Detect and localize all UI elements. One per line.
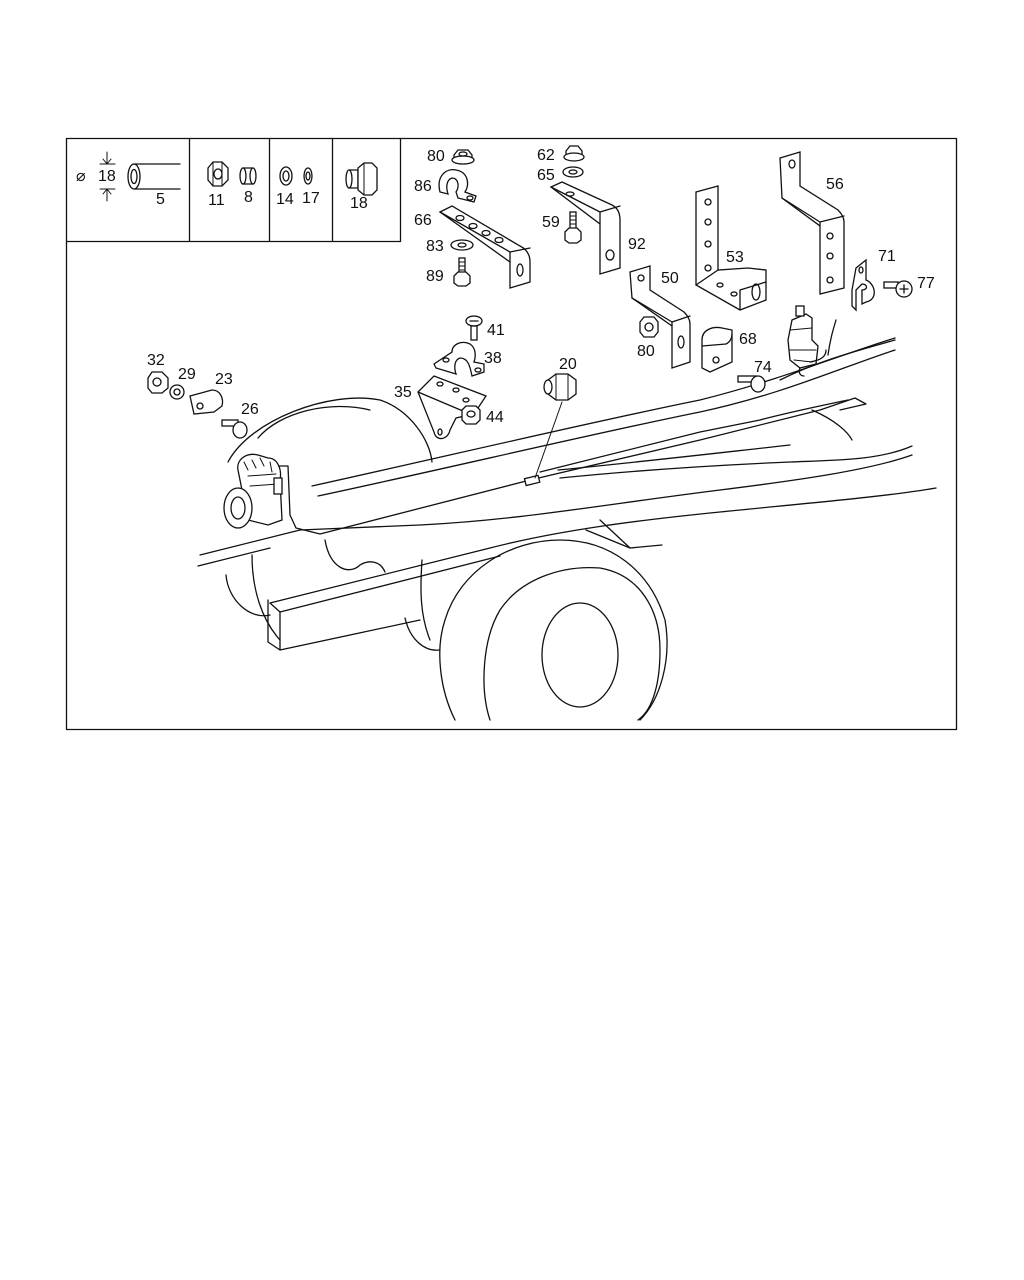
callout: 66 xyxy=(414,212,432,229)
part-bracket-56 xyxy=(779,151,845,295)
legend-table: ⌀ 18 5 11 8 xyxy=(65,137,402,243)
part-clip-23 xyxy=(189,389,224,415)
part-nut-62 xyxy=(563,145,585,162)
part-clamp-86 xyxy=(438,169,477,203)
legend-label: 18 xyxy=(350,195,368,212)
union-nut-icon xyxy=(207,161,229,187)
part-clamp-38 xyxy=(433,341,485,377)
callout: 68 xyxy=(739,331,757,348)
hose-icon xyxy=(133,163,181,190)
diagram-frame xyxy=(65,137,958,731)
seal-ring-icon xyxy=(279,166,293,186)
part-bolt-59 xyxy=(564,211,582,244)
callout: 89 xyxy=(426,268,444,285)
part-bracket-53 xyxy=(695,185,767,311)
part-nut-80 xyxy=(451,149,475,165)
brake-line xyxy=(277,397,867,535)
legend-label: 8 xyxy=(244,189,253,206)
pressure-regulator xyxy=(787,305,827,377)
sleeve-icon xyxy=(239,167,257,185)
legend-label: 5 xyxy=(156,191,165,208)
washer-icon xyxy=(303,167,313,185)
leader-line-20 xyxy=(534,401,563,479)
callout: 32 xyxy=(147,352,165,369)
legend-label: 17 xyxy=(302,190,320,207)
part-bracket-50 xyxy=(629,265,691,369)
callout: 59 xyxy=(542,214,560,231)
callout: 80 xyxy=(637,343,655,360)
part-screw-77 xyxy=(883,280,913,298)
legend-label: 11 xyxy=(208,192,225,209)
legend-label: 14 xyxy=(276,191,294,208)
part-nut-44 xyxy=(461,405,481,425)
callout: 35 xyxy=(394,384,412,401)
callout: 65 xyxy=(537,167,555,184)
part-washer-83 xyxy=(450,239,474,251)
line-connector xyxy=(523,474,541,487)
part-washer-29 xyxy=(169,384,185,400)
callout: 86 xyxy=(414,178,432,195)
callout: 56 xyxy=(826,176,844,193)
callout: 71 xyxy=(878,248,896,265)
air-compressor xyxy=(223,453,283,529)
part-nut-32 xyxy=(147,371,169,394)
vehicle-chassis-sketch xyxy=(197,319,937,721)
callout: 41 xyxy=(487,322,505,339)
part-washer-65 xyxy=(562,166,584,178)
callout: 44 xyxy=(486,409,504,426)
part-screw-41 xyxy=(465,315,483,341)
legend-cell-fitting: 18 xyxy=(345,162,378,212)
legend-cell-rings: 14 17 xyxy=(276,166,320,208)
callout: 26 xyxy=(241,401,259,418)
part-nut-80b xyxy=(639,316,659,338)
callout: 77 xyxy=(917,275,935,292)
callout: 50 xyxy=(661,270,679,287)
callout: 92 xyxy=(628,236,646,253)
front-wheel xyxy=(404,539,668,721)
part-fitting-20 xyxy=(543,373,577,401)
part-bracket-92 xyxy=(549,181,621,275)
part-bolt-89 xyxy=(453,257,471,287)
callout: 38 xyxy=(484,350,502,367)
callout: 80 xyxy=(427,148,445,165)
part-bracket-66 xyxy=(438,205,531,289)
part-bolt-74 xyxy=(737,375,766,393)
part-bolt-26 xyxy=(221,419,248,439)
callout: 53 xyxy=(726,249,744,266)
callout: 23 xyxy=(215,371,233,388)
callout: 20 xyxy=(559,356,577,373)
callout: 74 xyxy=(754,359,772,376)
callout-numbers: 80 86 66 83 89 62 65 59 92 56 53 50 71 7… xyxy=(147,147,935,426)
part-clip-68 xyxy=(701,326,733,373)
diameter-value: 18 xyxy=(98,168,116,185)
callout: 83 xyxy=(426,238,444,255)
part-clamp-71 xyxy=(851,258,875,312)
callout: 29 xyxy=(178,366,196,383)
fitting-icon xyxy=(345,162,378,196)
callout: 62 xyxy=(537,147,555,164)
legend-cell-hose: ⌀ 18 5 xyxy=(76,151,181,208)
diameter-symbol: ⌀ xyxy=(76,168,86,185)
legend-cell-nut-sleeve: 11 8 xyxy=(207,161,257,209)
